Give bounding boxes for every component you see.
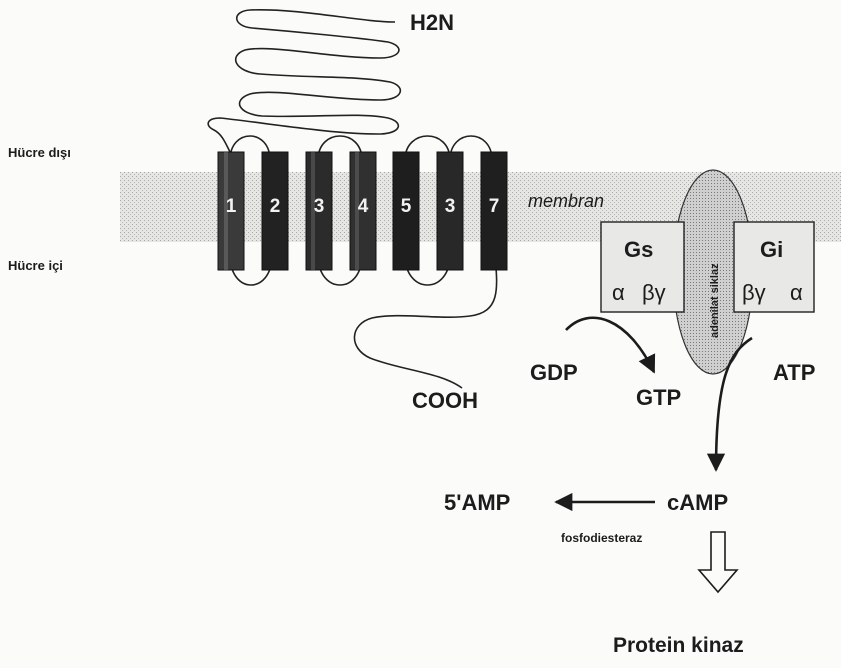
c-terminal-chain xyxy=(354,255,496,388)
gdp-label: GDP xyxy=(530,360,578,385)
carboxy-terminus-label: COOH xyxy=(412,388,478,413)
helix-label-2: 2 xyxy=(270,196,281,217)
adenylate-cyclase-label: adenilat siklaz xyxy=(709,263,721,338)
gtp-label: GTP xyxy=(636,385,681,410)
helix-label-6: 3 xyxy=(445,196,456,217)
amp-label: 5'AMP xyxy=(444,490,510,515)
n-terminal-chain xyxy=(208,10,400,152)
atp-label: ATP xyxy=(773,360,815,385)
extracellular-label: Hücre dışı xyxy=(8,145,71,160)
gs-betagamma-label: βγ xyxy=(642,280,666,305)
helix-label-7: 7 xyxy=(489,196,500,217)
protein-kinase-label: Protein kinaz xyxy=(613,634,744,657)
helix-label-3: 3 xyxy=(314,196,325,217)
gi-alpha-label: α xyxy=(790,280,803,305)
intracellular-label: Hücre içi xyxy=(8,258,63,273)
gi-betagamma-label: βγ xyxy=(742,280,766,305)
helix-label-1: 1 xyxy=(226,196,237,217)
phosphodiesterase-label: fosfodiesteraz xyxy=(561,531,642,545)
gs-alpha-label: α xyxy=(612,280,625,305)
membrane-label: membran xyxy=(528,191,604,211)
protein-kinase-arrow xyxy=(699,532,737,592)
helix-label-4: 4 xyxy=(358,196,369,217)
camp-label: cAMP xyxy=(667,490,728,515)
helix-label-5: 5 xyxy=(401,196,412,217)
gi-label: Gi xyxy=(760,237,783,262)
amino-terminus-label: H2N xyxy=(410,10,454,35)
gs-label: Gs xyxy=(624,237,653,262)
gdp-gtp-arrow xyxy=(566,318,654,372)
